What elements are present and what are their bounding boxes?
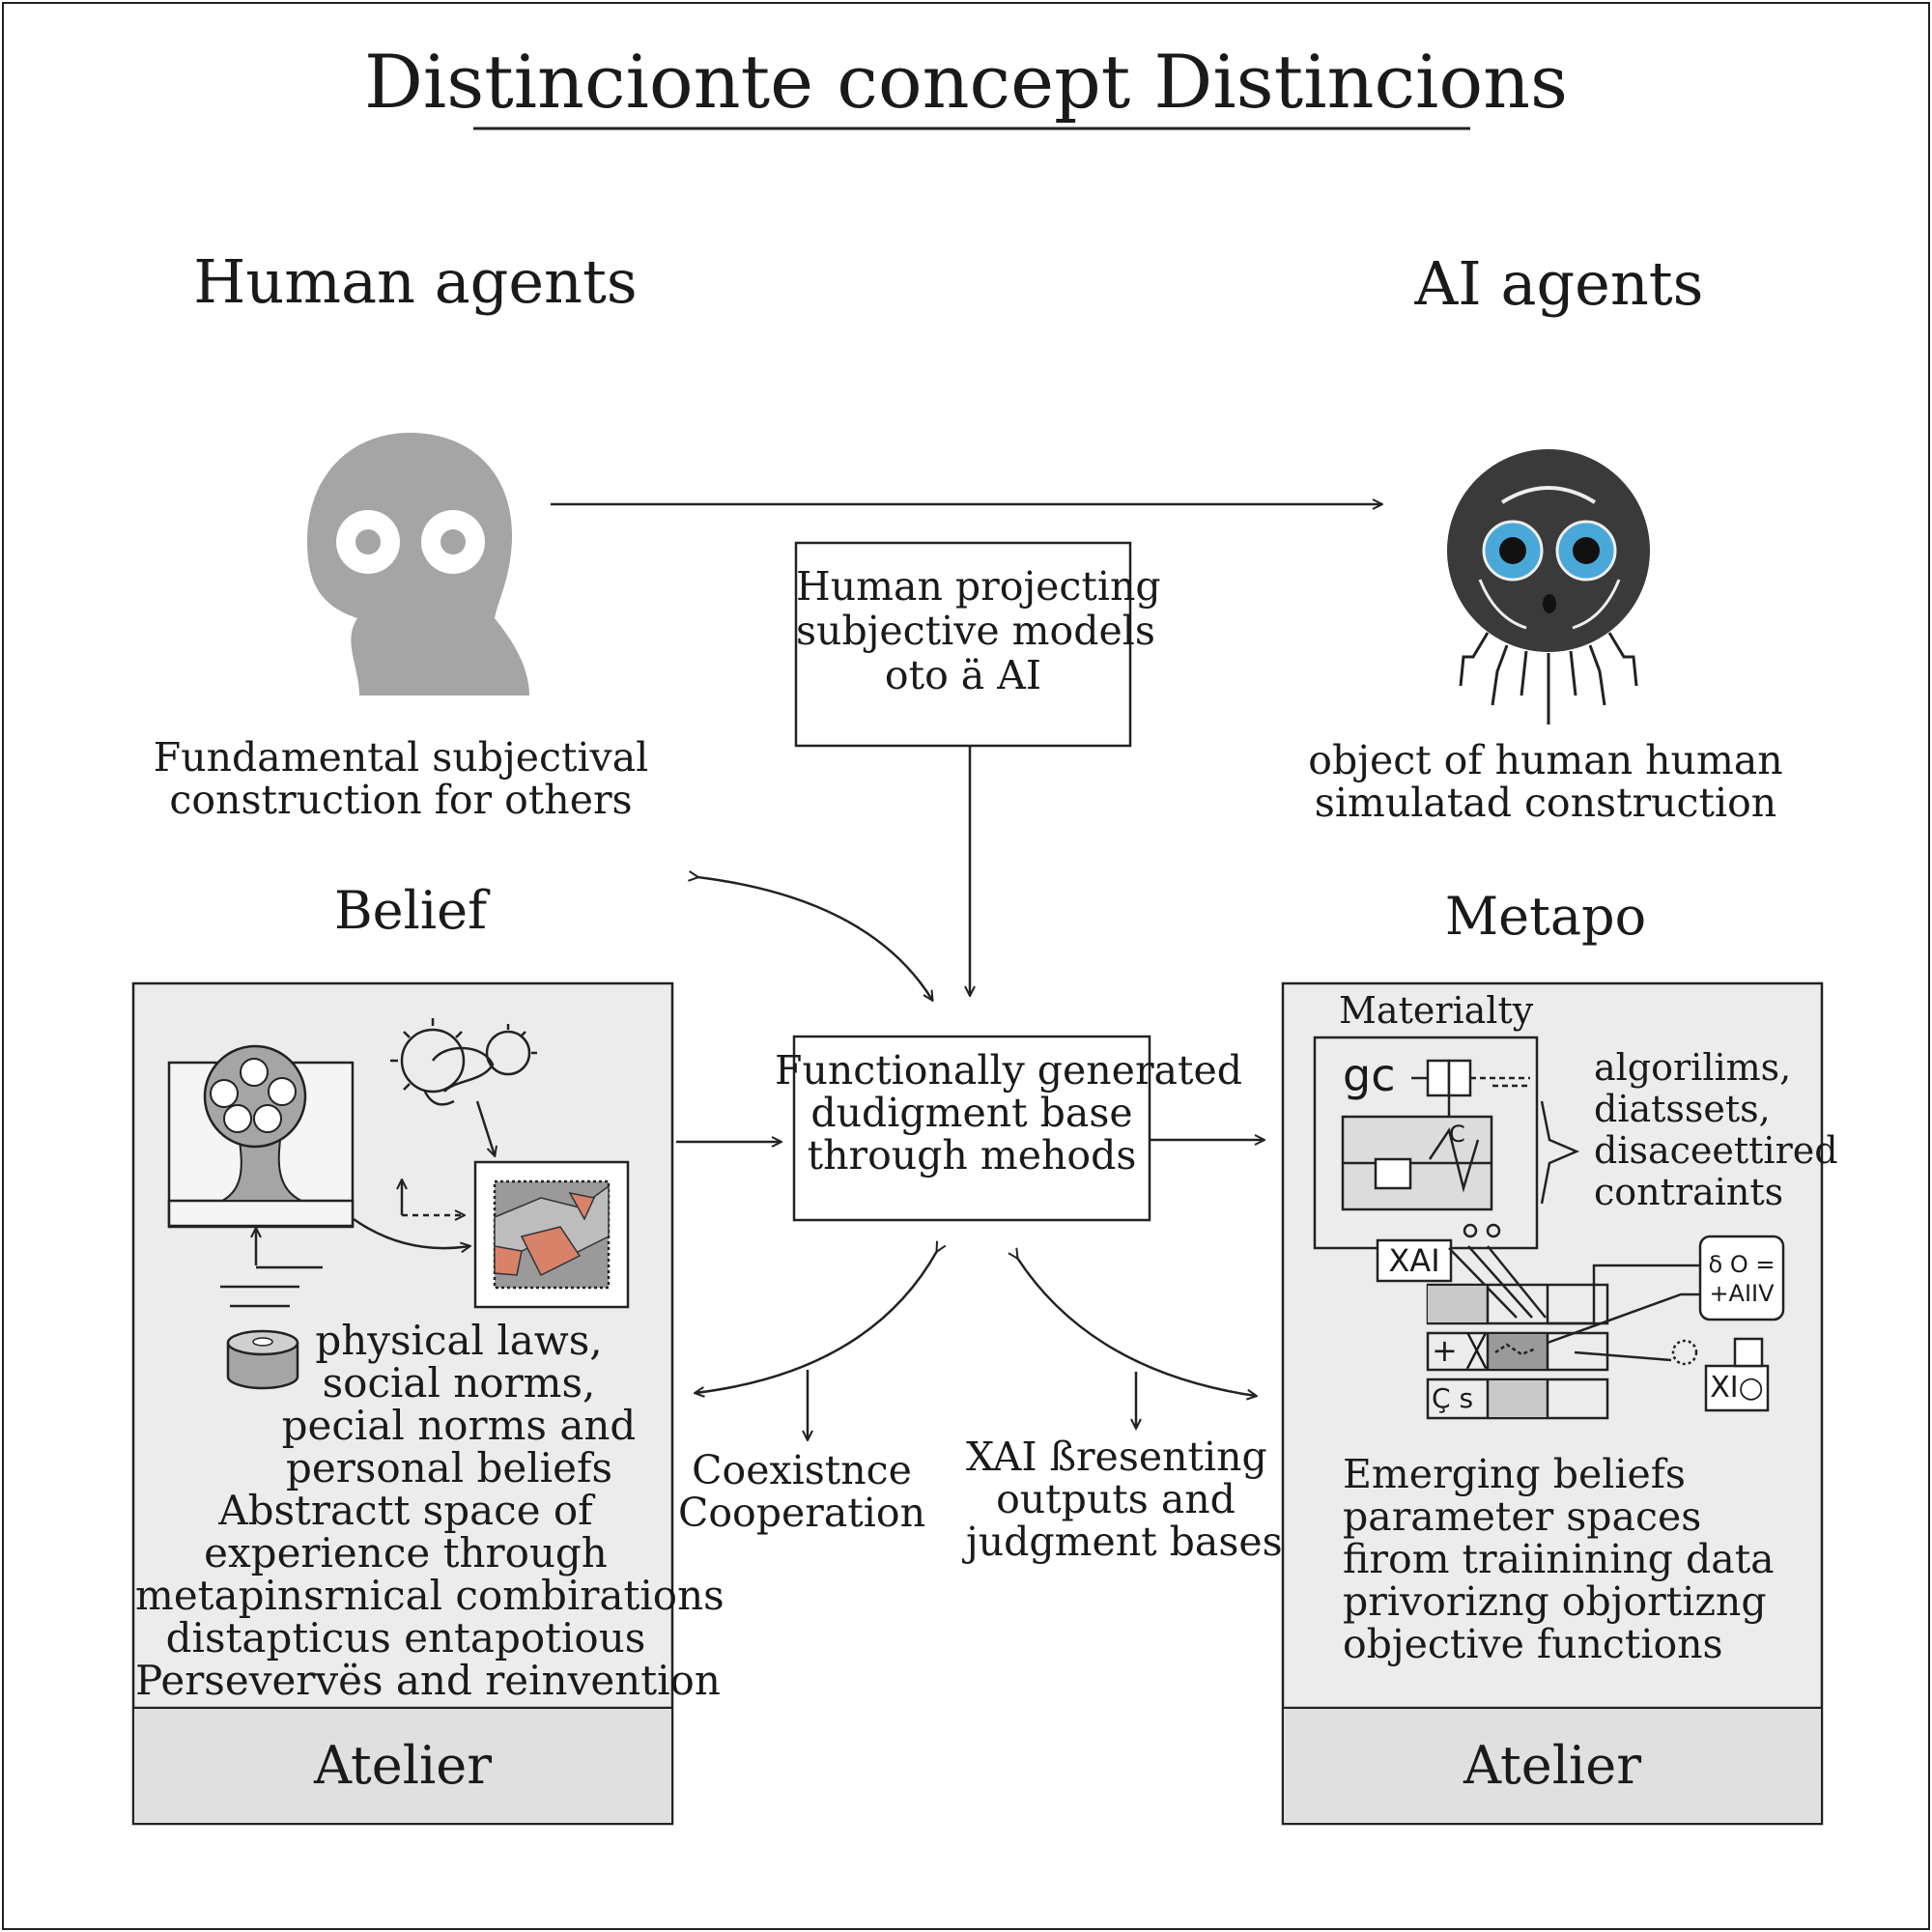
algorithm-list-line: algorilims, (1594, 1046, 1792, 1089)
coexistence-line: Coexistnce (692, 1447, 912, 1493)
metapo-line: privorizng objortizng (1343, 1578, 1767, 1625)
human-agents-heading: Human agents (193, 246, 638, 317)
left-panel-footer-bg (134, 1709, 671, 1823)
human-head-icon (307, 433, 529, 696)
c-mark-label: C (1449, 1121, 1465, 1148)
aiv-line: +AIIV (1709, 1280, 1775, 1307)
human-caption-line: Fundamental subjectival (153, 734, 649, 781)
judgment-box (792, 1035, 1151, 1222)
right-footer-label: Atelier (1463, 1735, 1642, 1796)
belief-line: distapticus entapotious (165, 1614, 646, 1662)
algorithm-list-line: contraints (1594, 1171, 1784, 1213)
belief-line: Abstractt space of (218, 1487, 593, 1534)
metapo-line: parameter spaces (1343, 1493, 1702, 1540)
map-icon (473, 1160, 630, 1309)
projection-box-text: Human projecting subjective models oto ä… (796, 563, 1161, 698)
ai-caption: object of human human simulatad construc… (1265, 739, 1826, 824)
materiality-label: Materialty (1339, 989, 1534, 1032)
human-caption: Fundamental subjectival construction for… (135, 736, 667, 821)
metapo-line: Emerging beliefs (1343, 1451, 1686, 1497)
algorithm-list-line: diatssets, (1594, 1088, 1771, 1130)
xai-line: outputs and (996, 1476, 1236, 1522)
xai-line: judgment bases (966, 1519, 1283, 1565)
projection-box (794, 541, 1132, 748)
xai-presenting-label: XAI ßresenting outputs and judgment base… (966, 1434, 1283, 1565)
diagram-title: Distinciontе concept Distincions (363, 39, 1569, 125)
xio-box-label: XI○ (1710, 1371, 1764, 1405)
metapo-line: firom traiinining data (1343, 1536, 1775, 1582)
judgment-box-text: Functionally generated dudigment base th… (775, 1047, 1242, 1179)
brain-head-icon (167, 1044, 355, 1229)
metapo-heading: Metapo (1444, 886, 1647, 947)
belief-heading: Belief (333, 880, 488, 941)
projection-line: Human projecting (796, 563, 1161, 610)
coexistence-line: Cooperation (678, 1490, 925, 1536)
coexistence-label: Coexistnce Cooperation (676, 1449, 927, 1534)
algorithm-list-line: disaceettired (1594, 1129, 1838, 1172)
ai-caption-line: object of human human (1308, 737, 1783, 783)
projection-line: subjective models (796, 608, 1155, 654)
gc-label: gc (1343, 1049, 1396, 1101)
aiv-box-label: δ O = +AIIV (1700, 1250, 1783, 1308)
ai-robot-head-icon (1447, 449, 1650, 724)
belief-line: Persevervës and reinvention (135, 1657, 721, 1704)
algorithm-list: algorilims, diatssets, disaceettired con… (1594, 1047, 1838, 1213)
belief-line: social norms, (322, 1359, 596, 1406)
belief-line: metapinsrnical combirations (135, 1572, 724, 1619)
projection-line: oto ä AI (884, 652, 1042, 698)
left-panel-connectors (220, 1180, 469, 1308)
belief-panel-text: physical laws, social norms, pecial norm… (135, 1317, 724, 1704)
belief-line: personal beliefs (285, 1444, 613, 1492)
plus-x-label: + ╳ (1432, 1332, 1487, 1369)
judgment-line: Functionally generated (775, 1047, 1242, 1094)
human-caption-line: construction for others (169, 777, 633, 823)
left-footer-label: Atelier (313, 1735, 493, 1796)
xai-box-label: XAI (1388, 1242, 1440, 1279)
lightbulb-icon (390, 1018, 537, 1155)
metapo-line: objective functions (1343, 1621, 1723, 1667)
right-panel-system-diagram (1313, 1036, 1785, 1420)
belief-line: experience through (204, 1529, 608, 1577)
judgment-line: through mehods (807, 1132, 1137, 1179)
ai-caption-line: simulatad construction (1314, 780, 1777, 826)
aiv-line: δ O = (1708, 1251, 1776, 1278)
belief-line: physical laws, (315, 1317, 603, 1364)
metapo-panel-text: Emerging beliefs parameter spaces firom … (1343, 1453, 1775, 1665)
xai-line: XAI ßresenting (966, 1434, 1267, 1480)
connector-arrows (551, 504, 1381, 1439)
belief-line: pecial norms and (281, 1402, 637, 1449)
judgment-line: dudigment base (810, 1090, 1133, 1136)
right-panel-footer-bg (1284, 1709, 1821, 1823)
cylinder-icon (226, 1329, 299, 1390)
cs-label: Ç s (1432, 1382, 1474, 1414)
ai-agents-heading: AI agents (1414, 248, 1704, 319)
